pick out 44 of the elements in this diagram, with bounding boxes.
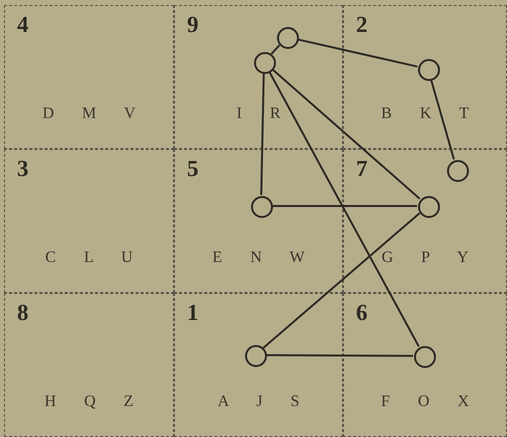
cell-number: 9 (187, 12, 198, 38)
grid-cell (174, 149, 343, 293)
cell-letters: D M V (41, 105, 137, 123)
grid-cell (343, 149, 507, 293)
cell-letters: C L U (44, 249, 134, 267)
cell-number: 3 (17, 156, 28, 182)
cell-letters: F O X (380, 393, 470, 411)
cell-letters: I R (236, 105, 282, 123)
node-circle (277, 27, 299, 49)
node-circle (245, 345, 267, 367)
grid-cell (4, 149, 174, 293)
cell-letters: A J S (216, 393, 300, 411)
node-circle (418, 196, 440, 218)
cell-number: 7 (356, 156, 368, 182)
node-circle (418, 59, 440, 81)
connector-line (272, 68, 420, 200)
grid-cell (4, 293, 174, 437)
connector-line (268, 71, 420, 347)
connector-line (262, 212, 420, 349)
grid-cell (174, 5, 343, 149)
connector-line (298, 38, 418, 68)
grid-cell (343, 5, 507, 149)
node-circle (254, 52, 276, 74)
connector-line (430, 79, 455, 160)
cell-letters: H Q Z (44, 393, 134, 411)
connector-line (270, 44, 280, 55)
cell-number: 1 (187, 300, 198, 326)
connector-line (260, 72, 265, 196)
cell-letters: G P Y (380, 249, 470, 267)
node-circle (414, 346, 436, 368)
grid-cell (343, 293, 507, 437)
cell-number: 2 (356, 12, 368, 38)
grid-cell (4, 5, 174, 149)
node-circle (447, 160, 469, 182)
cell-number: 6 (356, 300, 368, 326)
connector-line (272, 205, 417, 207)
node-circle (251, 196, 273, 218)
cell-letters: B K T (380, 105, 470, 123)
cell-letters: E N W (211, 249, 306, 267)
connector-line (266, 354, 413, 357)
cell-number: 4 (17, 12, 28, 38)
cell-number: 5 (187, 156, 198, 182)
cell-number: 8 (17, 300, 28, 326)
grid-cell (174, 293, 343, 437)
